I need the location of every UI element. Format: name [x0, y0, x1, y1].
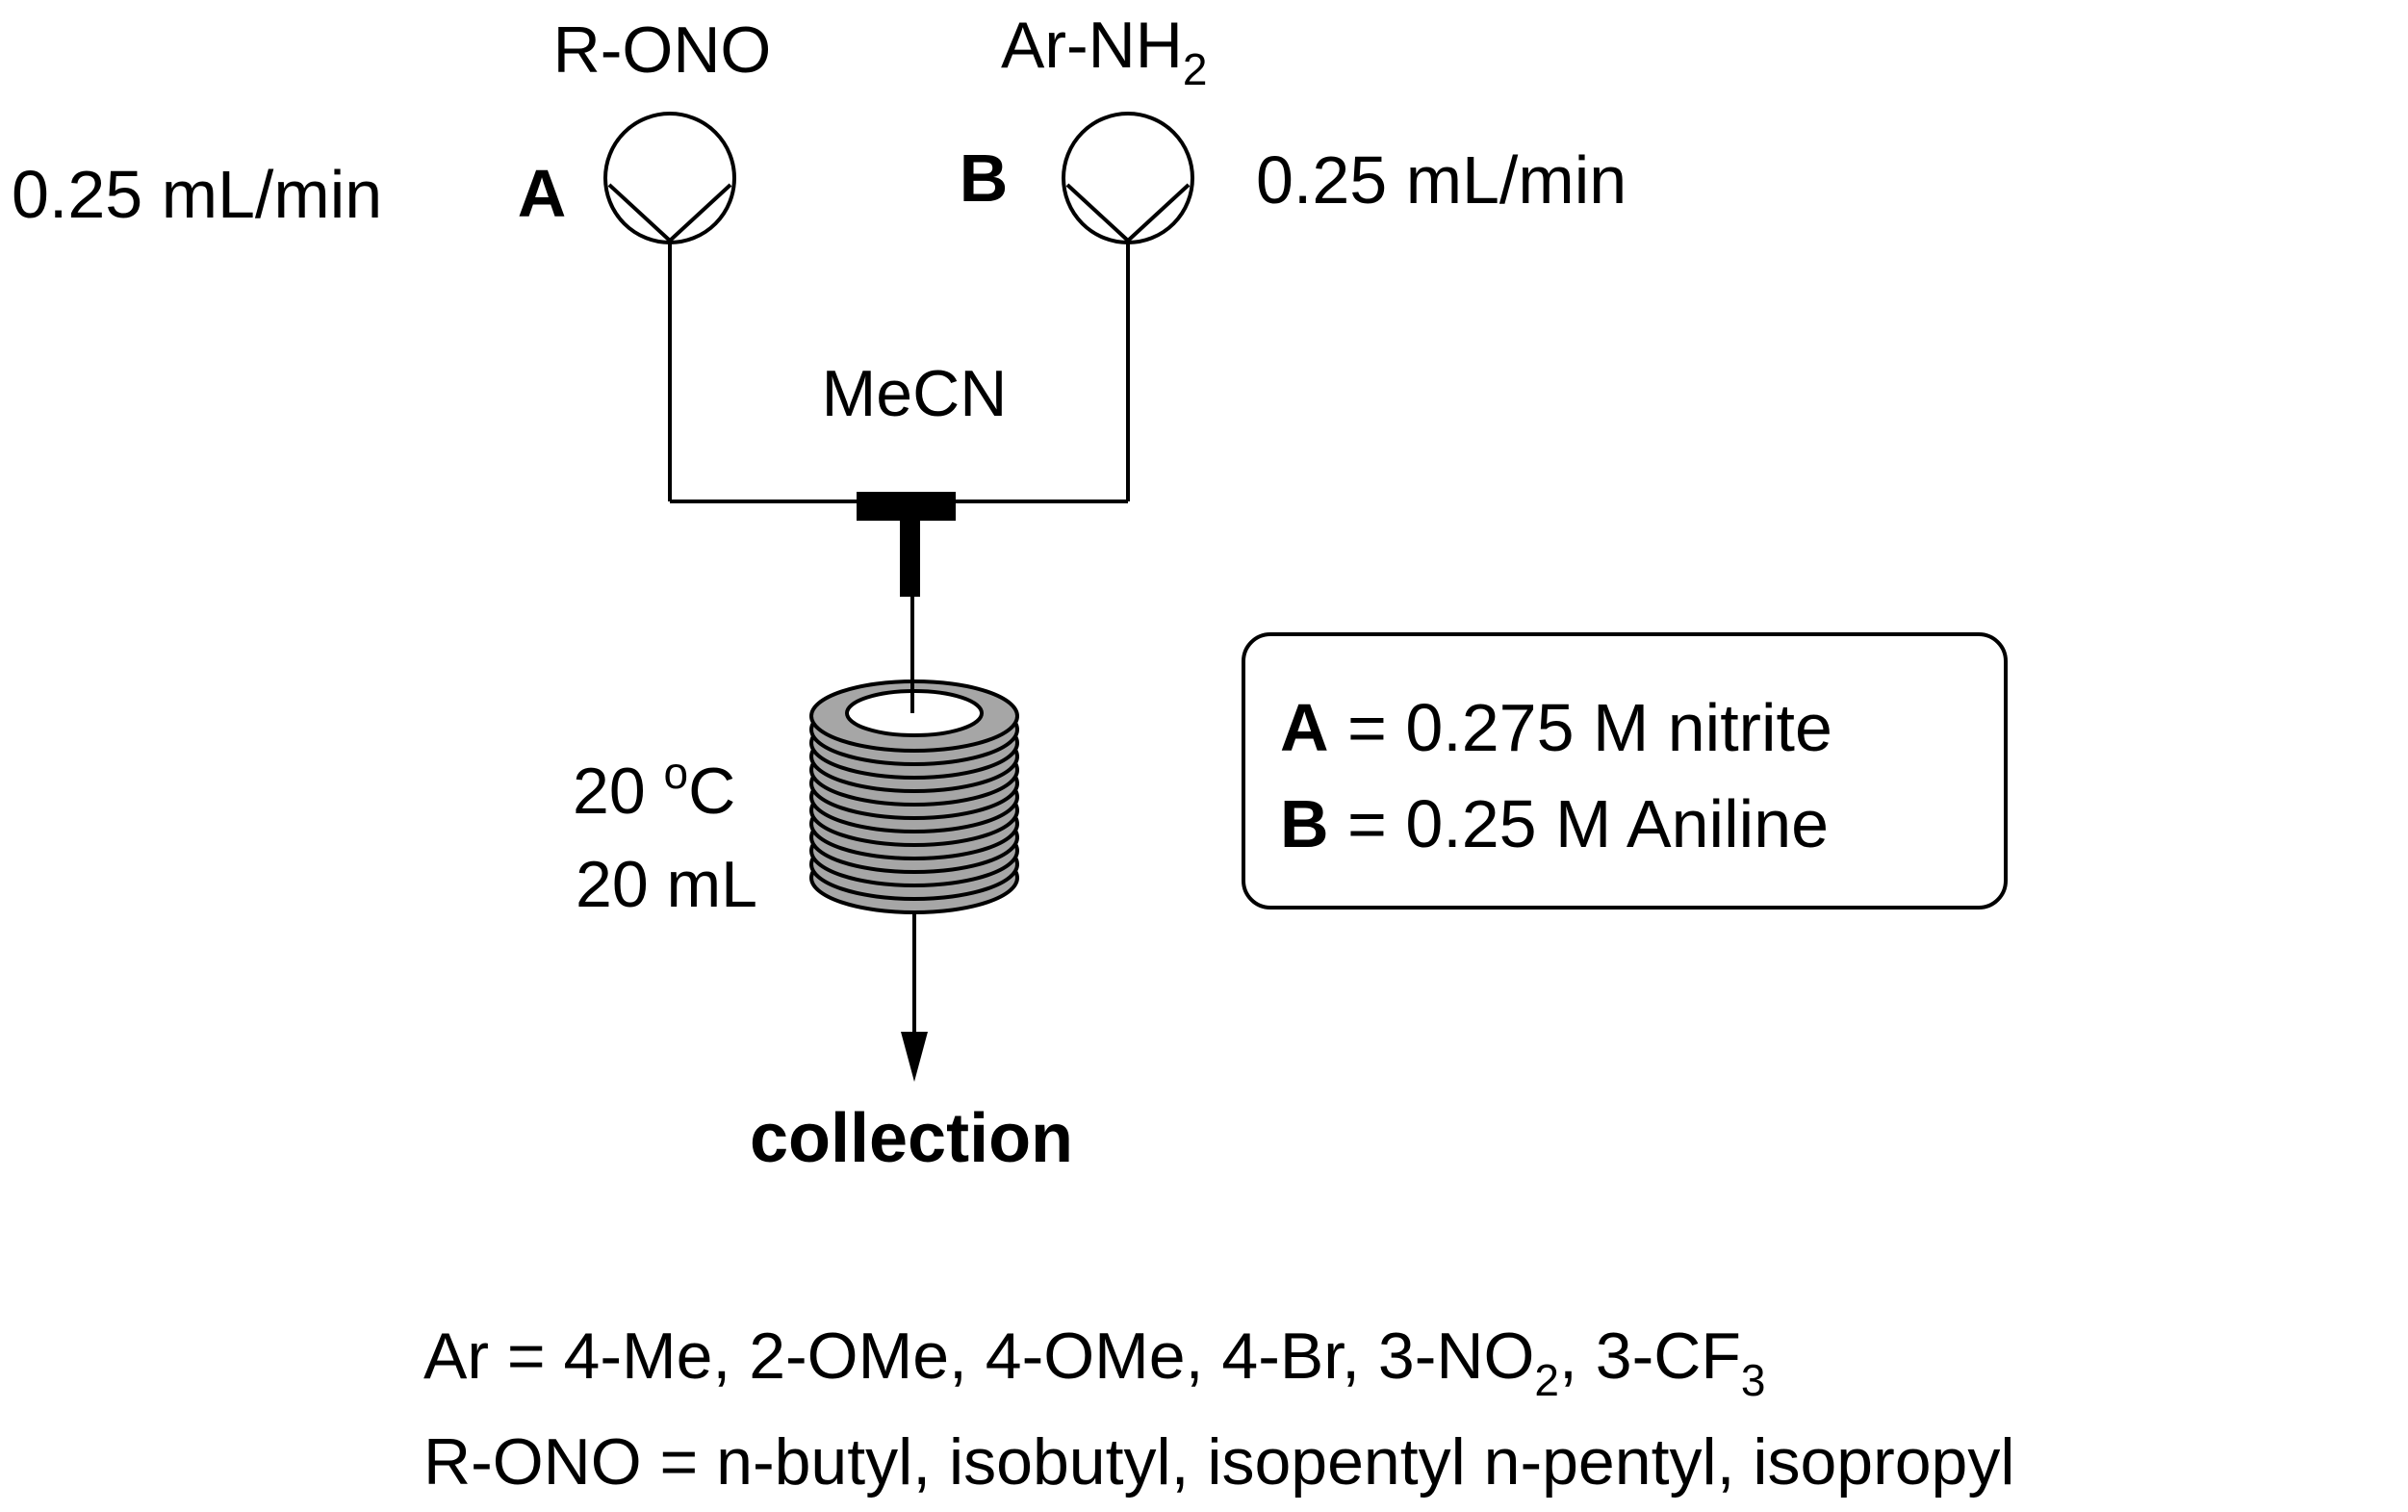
- solvent-label: MeCN: [822, 357, 1008, 430]
- pump-b: [1062, 112, 1194, 244]
- collection-label: collection: [750, 1100, 1073, 1177]
- alkyl-nitrite-note: R-ONO = n-butyl, isobutyl, isopentyl n-p…: [423, 1425, 2014, 1499]
- pump-b-icon: [1062, 112, 1194, 244]
- output-arrow: [901, 912, 928, 1082]
- reactor-temperature: 20 oC: [573, 748, 735, 828]
- pump-a-reagent-label: R-ONO: [553, 13, 772, 87]
- pump-a-letter: A: [518, 156, 567, 231]
- concentration-legend: A = 0.275 M nitrite B = 0.25 M Aniline: [1242, 632, 2008, 910]
- arrow-down-icon: [901, 1032, 928, 1082]
- pump-a-icon: [603, 112, 736, 244]
- coil-reactor: [809, 679, 1019, 914]
- pump-a: [603, 112, 736, 244]
- legend-line-b: B = 0.25 M Aniline: [1280, 786, 1829, 861]
- t-mixer: [857, 492, 956, 597]
- pump-a-flow-rate: 0.25 mL/min: [12, 157, 382, 232]
- legend-line-a: A = 0.275 M nitrite: [1280, 690, 1832, 765]
- aryl-substituents-note: Ar = 4-Me, 2-OMe, 4-OMe, 4-Br, 3-NO2, 3-…: [423, 1320, 1765, 1405]
- reactor-volume: 20 mL: [576, 848, 757, 921]
- pump-b-flow-rate: 0.25 mL/min: [1256, 142, 1627, 218]
- pump-b-reagent-label: Ar-NH2: [1001, 9, 1207, 94]
- pump-b-letter: B: [960, 141, 1009, 216]
